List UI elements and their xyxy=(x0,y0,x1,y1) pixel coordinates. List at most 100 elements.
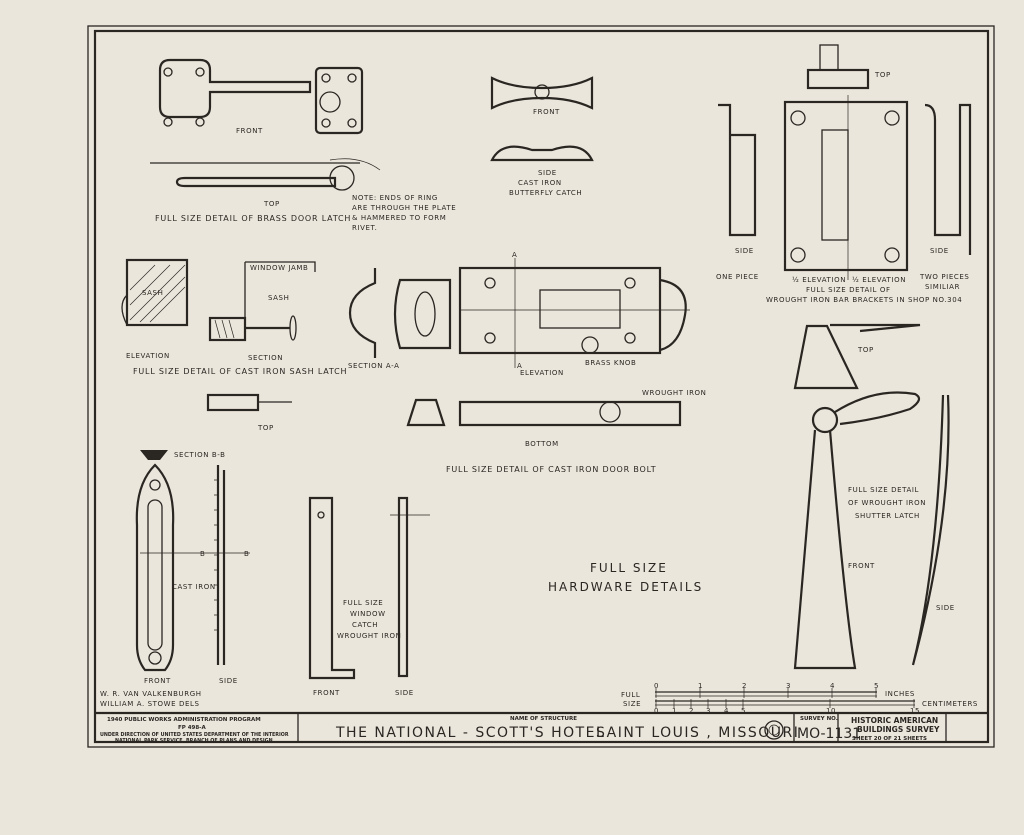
seal-icon xyxy=(764,720,784,740)
caption-window-catch: WINDOW xyxy=(350,610,386,618)
caption-butterfly: BUTTERFLY CATCH xyxy=(509,189,582,197)
label-sash: SASH xyxy=(142,289,163,297)
window-catch-drawing xyxy=(308,496,430,680)
note-line: NOTE: ENDS OF RING xyxy=(352,194,438,202)
survey-number-label: SURVEY NO. xyxy=(800,716,838,722)
cm-tick: 3 xyxy=(706,707,711,715)
label-side: SIDE xyxy=(930,247,949,255)
caption-shutter-latch: SHUTTER LATCH xyxy=(855,512,920,520)
shutter-latch-drawing xyxy=(793,323,950,670)
label-b: B xyxy=(200,550,205,558)
label-front: FRONT xyxy=(313,689,340,697)
caption-window-catch: FULL SIZE xyxy=(343,599,383,607)
label-wrought-iron: WROUGHT IRON xyxy=(642,389,706,397)
label-window-jamb: WINDOW JAMB xyxy=(250,264,308,272)
cm-tick: 0 xyxy=(654,707,659,715)
cm-tick: 10 xyxy=(826,707,836,715)
note-line: RIVET. xyxy=(352,224,377,232)
sheet-title: HARDWARE DETAILS xyxy=(548,580,703,594)
direction-text: UNDER DIRECTION OF UNITED STATES DEPARTM… xyxy=(100,732,289,738)
caption-sash-latch: FULL SIZE DETAIL OF CAST IRON SASH LATCH xyxy=(133,367,347,376)
label-sash: SASH xyxy=(268,294,289,302)
cm-tick: 5 xyxy=(741,707,746,715)
caption-window-catch: CATCH xyxy=(352,621,378,629)
sheet-title: FULL SIZE xyxy=(590,561,668,575)
label-half-elevation: ½ ELEVATION xyxy=(852,276,906,284)
label-bottom: BOTTOM xyxy=(525,440,559,448)
location: SAINT LOUIS , MISSOURI xyxy=(596,725,799,741)
brass-door-latch-drawing xyxy=(150,58,381,191)
survey-number: MO-1131 xyxy=(797,726,861,742)
inch-tick: 1 xyxy=(698,682,703,690)
caption-shutter-latch: OF WROUGHT IRON xyxy=(848,499,926,507)
label-side: SIDE xyxy=(538,169,557,177)
inch-tick: 0 xyxy=(654,682,659,690)
label-front: FRONT xyxy=(848,562,875,570)
bar-brackets-drawing xyxy=(718,44,972,280)
inch-tick: 5 xyxy=(874,682,879,690)
note-line: ARE THROUGH THE PLATE xyxy=(352,204,456,212)
label-side: SIDE xyxy=(219,677,238,685)
door-bolt-drawing xyxy=(348,258,690,427)
label-top: TOP xyxy=(257,424,274,432)
label-two-pieces: SIMILIAR xyxy=(925,283,960,291)
caption-brass-door-latch: FULL SIZE DETAIL OF BRASS DOOR LATCH xyxy=(155,214,351,223)
scale-label: FULL xyxy=(621,691,640,699)
sash-latch-drawing xyxy=(121,258,316,412)
label-b: B xyxy=(244,550,249,558)
caption-door-bolt: FULL SIZE DETAIL OF CAST IRON DOOR BOLT xyxy=(446,465,656,474)
label-elevation: ELEVATION xyxy=(520,369,564,377)
label-front: FRONT xyxy=(533,108,560,116)
label-section-aa: SECTION A-A xyxy=(348,362,399,370)
cast-iron-piece-drawing xyxy=(135,450,250,672)
label-a: A xyxy=(517,362,522,370)
graphic-scale xyxy=(655,688,915,708)
label-side: SIDE xyxy=(735,247,754,255)
title-block xyxy=(95,711,988,742)
label-front: FRONT xyxy=(236,127,263,135)
label-front: FRONT xyxy=(144,677,171,685)
inch-tick: 2 xyxy=(742,682,747,690)
caption-butterfly: CAST IRON xyxy=(518,179,562,187)
delineator-name: WILLIAM A. STOWE DELS xyxy=(100,700,200,708)
scale-label: SIZE xyxy=(623,700,641,708)
scale-unit-inches: INCHES xyxy=(885,690,915,698)
caption-shutter-latch: FULL SIZE DETAIL xyxy=(848,486,919,494)
label-two-pieces: TWO PIECES xyxy=(919,273,969,281)
inch-tick: 3 xyxy=(786,682,791,690)
label-elevation: ELEVATION xyxy=(126,352,170,360)
caption-window-catch: WROUGHT IRON xyxy=(337,632,401,640)
label-section-bb: SECTION B-B xyxy=(174,451,226,459)
cm-tick: 4 xyxy=(724,707,729,715)
scale-unit-cm: CENTIMETERS xyxy=(922,700,978,708)
project-number: FP 498-A xyxy=(178,725,206,731)
label-one-piece: ONE PIECE xyxy=(716,273,759,281)
label-section: SECTION xyxy=(248,354,283,362)
agency-name: BUILDINGS SURVEY xyxy=(857,725,940,734)
outer-border xyxy=(87,25,995,748)
agency-name: HISTORIC AMERICAN xyxy=(851,716,938,725)
label-top: TOP xyxy=(263,200,280,208)
inch-tick: 4 xyxy=(830,682,835,690)
cm-tick: 1 xyxy=(672,707,677,715)
cm-tick: 2 xyxy=(689,707,694,715)
label-side: SIDE xyxy=(936,604,955,612)
note-line: & HAMMERED TO FORM xyxy=(352,214,446,222)
butterfly-catch-drawing xyxy=(490,76,594,162)
label-cast-iron: CAST IRON xyxy=(172,583,216,591)
delineator-name: W. R. VAN VALKENBURGH xyxy=(100,690,202,698)
sheet-number: SHEET 20 OF 21 SHEETS xyxy=(852,736,927,742)
label-side: SIDE xyxy=(395,689,414,697)
name-of-structure-label: NAME OF STRUCTURE xyxy=(510,716,577,722)
label-brass-knob: BRASS KNOB xyxy=(585,359,636,367)
label-half-elevation: ½ ELEVATION xyxy=(792,276,846,284)
caption-brackets: WROUGHT IRON BAR BRACKETS IN SHOP NO.304 xyxy=(766,296,962,304)
caption-brackets: FULL SIZE DETAIL OF xyxy=(806,286,891,294)
label-a: A xyxy=(512,251,517,259)
inner-border xyxy=(93,29,990,744)
program-text: 1940 PUBLIC WORKS ADMINISTRATION PROGRAM xyxy=(107,717,261,723)
label-top: TOP xyxy=(857,346,874,354)
label-top: TOP xyxy=(874,71,891,79)
structure-name: THE NATIONAL - SCOTT'S HOTEL xyxy=(335,725,605,741)
